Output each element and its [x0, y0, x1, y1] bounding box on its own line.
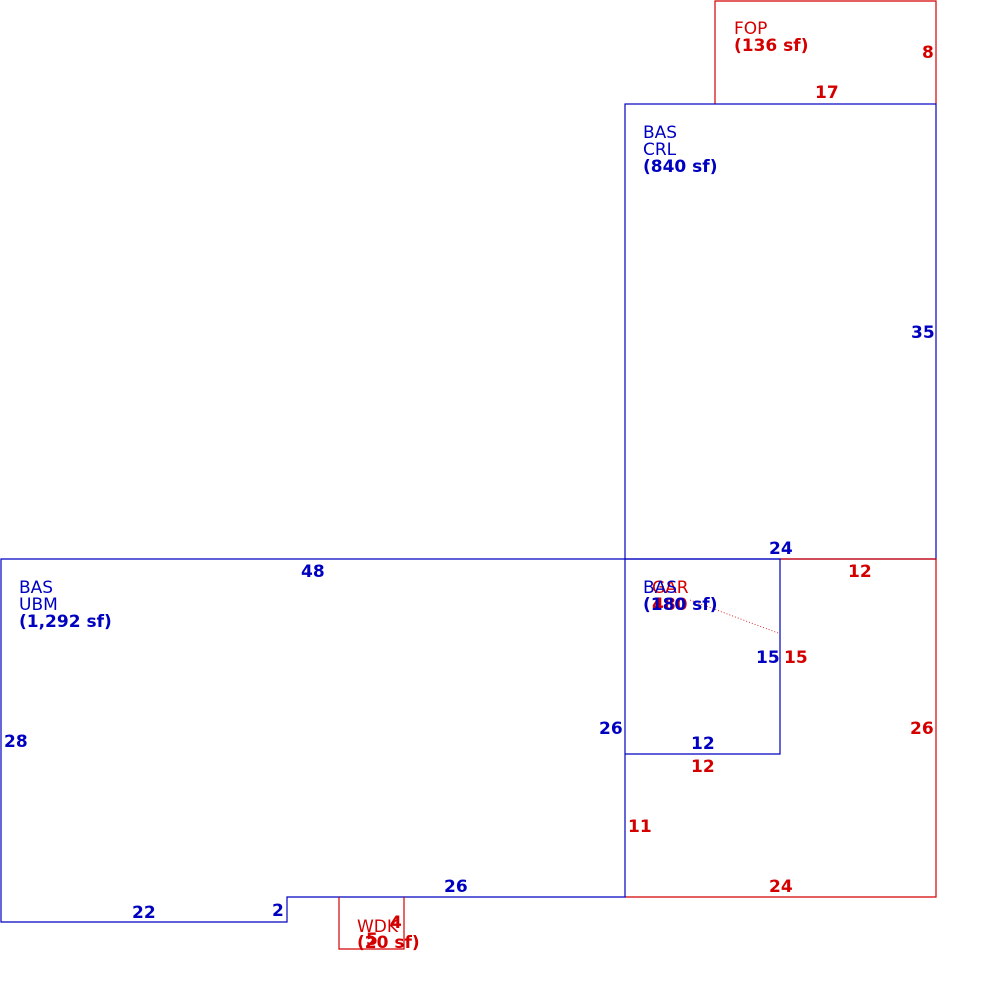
wdk-code: WDK: [357, 917, 399, 937]
bas-small-outline: [625, 558, 781, 755]
dim-ubm-bottom2: 26: [444, 877, 468, 897]
overlap-size: 480: [652, 595, 688, 615]
wdk-size: (20 sf): [357, 933, 420, 953]
dim-wdk-side: 4: [390, 913, 402, 933]
dim-crl-bottom: 24: [769, 539, 793, 559]
ubm-code: BAS: [19, 578, 53, 598]
dim-gar-top: 12: [848, 562, 872, 582]
fop-code: FOP: [734, 19, 767, 39]
ubm-outline: [0, 558, 626, 923]
crl-size: (840 sf): [643, 157, 717, 177]
dim-ubm-step: 2: [272, 901, 284, 921]
dim-fop-side: 8: [922, 43, 934, 63]
ubm-sub: UBM: [19, 595, 58, 615]
dim-gar-left: 11: [628, 817, 652, 837]
dim-crl-side: 35: [911, 323, 935, 343]
dim-gar-notch: 12: [691, 757, 715, 777]
dim-gar-right: 26: [910, 719, 934, 739]
dim-bas-right: 15: [756, 648, 780, 668]
dim-gar-inner: 15: [784, 648, 808, 668]
crl-code: BAS: [643, 123, 677, 143]
dim-ubm-right: 26: [599, 719, 623, 739]
dim-wdk-bottom: 5: [366, 930, 378, 950]
wdk-outline: [338, 897, 405, 950]
bas-small-code: BAS: [643, 578, 677, 598]
garage-outline: [625, 558, 937, 898]
fop-size: (136 sf): [734, 36, 808, 56]
leader-line: [689, 599, 779, 634]
dim-gar-bottom: 24: [769, 877, 793, 897]
fop-outline: [714, 0, 937, 104]
dim-ubm-left: 28: [4, 732, 28, 752]
dim-ubm-top: 48: [301, 562, 325, 582]
crl-sub: CRL: [643, 140, 677, 160]
ubm-size: (1,292 sf): [19, 612, 112, 632]
bas-small-size: (180 sf): [643, 595, 717, 615]
dim-fop-bottom: 17: [815, 83, 839, 103]
dim-ubm-bottom: 22: [132, 903, 156, 923]
overlap-code: GAR: [652, 578, 689, 598]
dim-bas-bottom: 12: [691, 734, 715, 754]
